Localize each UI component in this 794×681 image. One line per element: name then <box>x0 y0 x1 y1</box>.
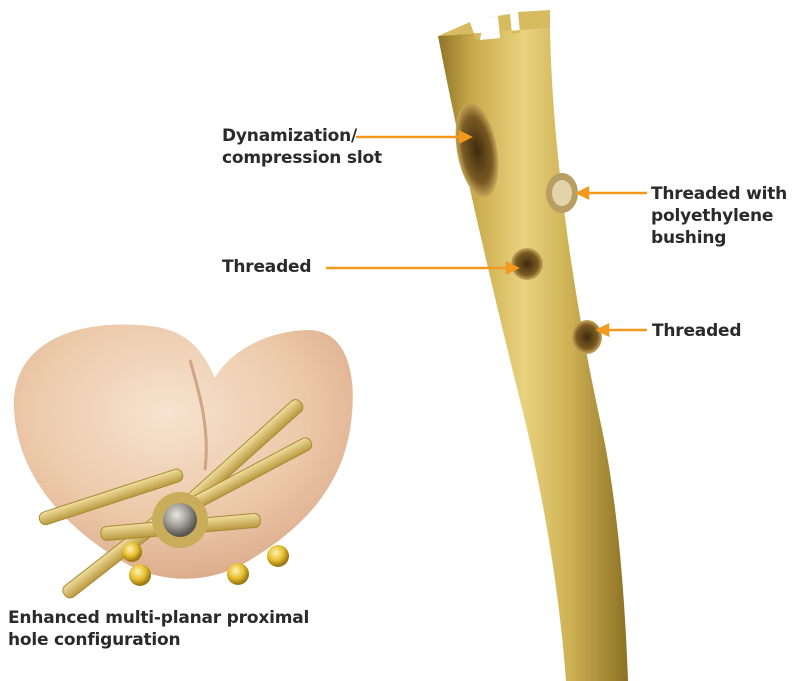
caption-line1: Enhanced multi-planar proximal <box>8 607 309 629</box>
threaded-hole-lower <box>572 320 602 354</box>
label-dynamization: Dynamization/ compression slot <box>222 125 382 169</box>
label-threaded-left: Threaded <box>222 256 311 278</box>
caption-line2: hole configuration <box>8 629 309 651</box>
label-threaded-right: Threaded <box>652 320 741 342</box>
label-threaded-poly-line2: polyethylene <box>651 205 787 227</box>
label-threaded-poly: Threaded with polyethylene bushing <box>651 183 787 249</box>
label-threaded-poly-line1: Threaded with <box>651 183 787 205</box>
threaded-hole-upper <box>511 248 543 280</box>
label-dynamization-line1: Dynamization/ <box>222 125 382 147</box>
caption: Enhanced multi-planar proximal hole conf… <box>8 607 309 651</box>
label-dynamization-line2: compression slot <box>222 147 382 169</box>
label-threaded-poly-line3: bushing <box>651 227 787 249</box>
nail <box>438 10 628 681</box>
